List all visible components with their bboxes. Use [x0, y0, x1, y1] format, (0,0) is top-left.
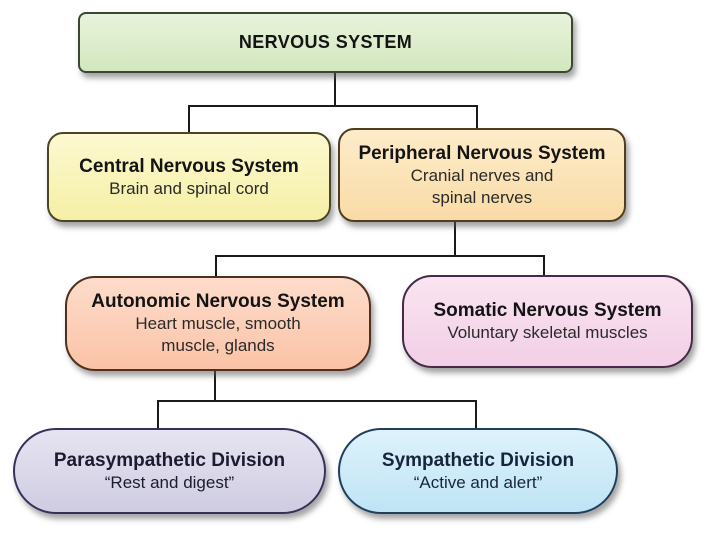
autonomic-subtitle-line1: Heart muscle, smooth	[135, 314, 301, 333]
nervous-system-title: NERVOUS SYSTEM	[238, 32, 413, 52]
node-nervous-system: NERVOUS SYSTEM	[78, 12, 573, 73]
node-peripheral-nervous-system: Peripheral Nervous System Cranial nerves…	[338, 128, 626, 222]
connector-peripheral-stem	[454, 222, 456, 257]
peripheral-subtitle-line2: spinal nerves	[431, 187, 533, 207]
autonomic-title: Autonomic Nervous System	[91, 291, 345, 312]
node-somatic-nervous-system: Somatic Nervous System Voluntary skeleta…	[402, 275, 693, 368]
central-title: Central Nervous System	[79, 155, 299, 177]
parasympathetic-title: Parasympathetic Division	[53, 449, 286, 471]
node-autonomic-nervous-system: Autonomic Nervous System Heart muscle, s…	[65, 276, 371, 371]
central-subtitle: Brain and spinal cord	[109, 178, 269, 198]
sympathetic-subtitle: “Active and alert”	[413, 472, 543, 492]
somatic-title: Somatic Nervous System	[433, 300, 662, 321]
sympathetic-title: Sympathetic Division	[381, 449, 575, 471]
connector-peripheral-crossbar	[215, 255, 545, 257]
node-parasympathetic-division: Parasympathetic Division “Rest and diges…	[13, 428, 326, 514]
peripheral-title: Peripheral Nervous System	[358, 142, 606, 164]
somatic-subtitle: Voluntary skeletal muscles	[447, 323, 648, 342]
connector-autonomic-stem	[214, 370, 216, 402]
node-central-nervous-system: Central Nervous System Brain and spinal …	[47, 132, 331, 222]
connector-autonomic-crossbar	[157, 400, 477, 402]
parasympathetic-subtitle: “Rest and digest”	[104, 472, 235, 492]
connector-root-crossbar	[188, 105, 478, 107]
connector-root-stem	[334, 73, 336, 107]
connector-root-to-central	[188, 105, 190, 133]
connector-root-to-peripheral	[476, 105, 478, 130]
connector-autonomic-to-parasympathetic	[157, 400, 159, 429]
node-sympathetic-division: Sympathetic Division “Active and alert”	[338, 428, 618, 514]
connector-peripheral-to-somatic	[543, 255, 545, 276]
peripheral-subtitle-line1: Cranial nerves and	[410, 165, 554, 185]
autonomic-subtitle-line2: muscle, glands	[161, 336, 275, 355]
connector-peripheral-to-autonomic	[215, 255, 217, 277]
connector-autonomic-to-sympathetic	[475, 400, 477, 429]
